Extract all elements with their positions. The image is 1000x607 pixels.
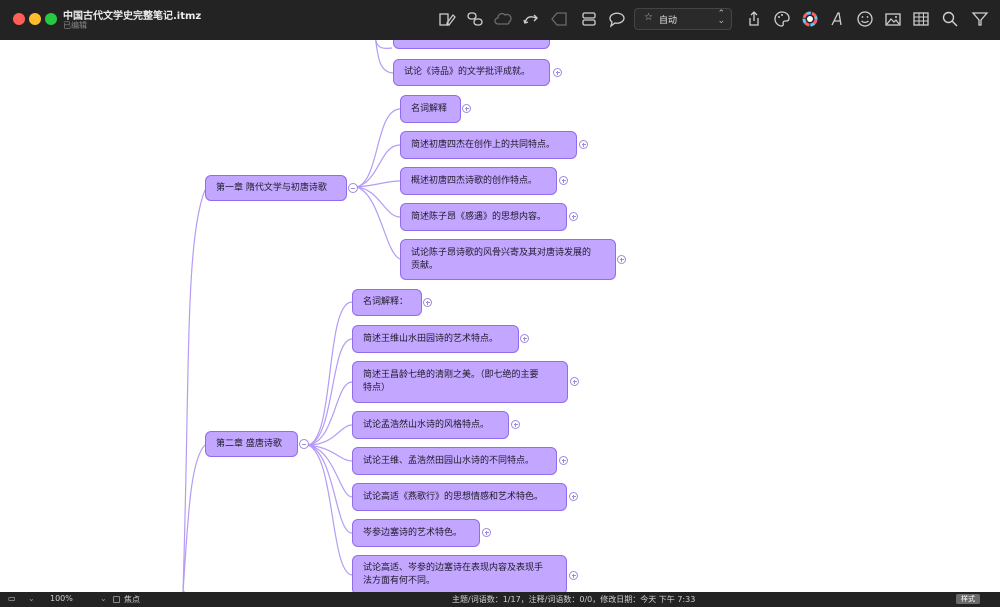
topic-node-partial[interactable]: [393, 40, 550, 49]
mindmap-canvas[interactable]: 试论《诗品》的文学批评成就。 第一章 隋代文学与初唐诗歌 名词解释 简述初唐四杰…: [0, 40, 1000, 592]
expand-icon[interactable]: [559, 176, 568, 185]
expand-icon[interactable]: [482, 528, 491, 537]
topic-label-line: 试论高适、岑参的边塞诗在表现内容及表现手: [363, 563, 544, 573]
status-bar: ▭ ⌄ 100% ⌄ 焦点 主题/词语数：1/17，注释/词语数：0/0，修改日…: [0, 592, 1000, 607]
sidebar-menu-chevron-icon[interactable]: ⌄: [28, 594, 35, 603]
chapter2-child-1[interactable]: 简述王维山水田园诗的艺术特点。: [352, 325, 519, 353]
zoom-chevron-icon[interactable]: ⌄: [100, 594, 107, 603]
expand-icon[interactable]: [569, 492, 578, 501]
topic-label-line: 试论陈子昂诗歌的风骨兴寄及其对唐诗发展的: [411, 247, 592, 258]
chapter1-child-4[interactable]: 试论陈子昂诗歌的风骨兴寄及其对唐诗发展的 贡献。: [400, 239, 616, 280]
share-icon[interactable]: [744, 9, 764, 29]
expand-icon[interactable]: [617, 255, 626, 264]
topic-node-shipin[interactable]: 试论《诗品》的文学批评成就。: [393, 59, 550, 86]
chapter1-node[interactable]: 第一章 隋代文学与初唐诗歌: [205, 175, 347, 201]
connector-lines: [182, 40, 401, 592]
style-dropdown-value: 自动: [659, 16, 678, 26]
expand-icon[interactable]: [579, 140, 588, 149]
search-icon[interactable]: [940, 9, 960, 29]
expand-icon[interactable]: [520, 334, 529, 343]
chapter2-child-4[interactable]: 试论王维、孟浩然田园山水诗的不同特点。: [352, 447, 557, 475]
topic-label: 简述王维山水田园诗的艺术特点。: [363, 333, 499, 344]
chapter2-child-7[interactable]: 试论高适、岑参的边塞诗在表现内容及表现手 法方面有何不同。: [352, 555, 567, 592]
chapter1-child-1[interactable]: 简述初唐四杰在创作上的共同特点。: [400, 131, 577, 159]
color-wheel-icon[interactable]: [800, 9, 820, 29]
filter-icon[interactable]: [970, 9, 990, 29]
chapter1-child-3[interactable]: 简述陈子昂《感遇》的思想内容。: [400, 203, 567, 231]
title-bar: 中国古代文学史完整笔记.itmz 已编辑 ☆ 自动 ⌃⌄: [0, 0, 1000, 41]
palette-icon[interactable]: [772, 9, 792, 29]
topic-label: 试论王维、孟浩然田园山水诗的不同特点。: [363, 455, 535, 466]
topic-label: 简述陈子昂《感遇》的思想内容。: [411, 211, 547, 222]
chevron-updown-icon: ⌃⌄: [717, 9, 725, 26]
chapter2-child-5[interactable]: 试论高适《燕歌行》的思想情感和艺术特色。: [352, 483, 567, 511]
expand-icon[interactable]: [553, 68, 562, 77]
sidebar-toggle-icon[interactable]: ▭: [8, 594, 16, 603]
focus-label: 焦点: [124, 595, 140, 604]
document-status: 已编辑: [63, 21, 87, 30]
document-info: 主题/词语数：1/17，注释/词语数：0/0，修改日期：今天 下午 7:33: [452, 595, 696, 604]
undo-icon[interactable]: [521, 9, 541, 29]
cloud-icon[interactable]: [493, 9, 513, 29]
table-icon[interactable]: [911, 9, 931, 29]
expand-icon[interactable]: [423, 298, 432, 307]
topic-label: 试论高适《燕歌行》的思想情感和艺术特色。: [363, 491, 544, 502]
topic-label: 简述初唐四杰在创作上的共同特点。: [411, 139, 556, 150]
collapse-icon[interactable]: [348, 183, 358, 193]
chapter1-child-2[interactable]: 概述初唐四杰诗歌的创作特点。: [400, 167, 557, 195]
chapter1-child-0[interactable]: 名词解释: [400, 95, 461, 123]
chapter2-child-2[interactable]: 简述王昌龄七绝的清刚之美。（即七绝的主要 特点）: [352, 361, 568, 403]
zoom-level[interactable]: 100%: [50, 594, 73, 603]
topic-icon[interactable]: [579, 9, 599, 29]
expand-icon[interactable]: [569, 571, 578, 580]
minimize-window-button[interactable]: [29, 13, 41, 25]
chapter2-node[interactable]: 第二章 盛唐诗歌: [205, 431, 298, 457]
tag-icon[interactable]: [549, 9, 569, 29]
topic-label: 岑参边塞诗的艺术特色。: [363, 527, 463, 538]
expand-icon[interactable]: [511, 420, 520, 429]
text-icon[interactable]: [827, 9, 847, 29]
chapter2-child-0[interactable]: 名词解释：: [352, 289, 422, 316]
chapter2-child-6[interactable]: 岑参边塞诗的艺术特色。: [352, 519, 480, 547]
sparkle-icon: ☆: [644, 12, 653, 23]
chapter2-label: 第二章 盛唐诗歌: [216, 438, 282, 449]
link-icon[interactable]: [465, 9, 485, 29]
expand-icon[interactable]: [569, 212, 578, 221]
topic-label: 试论孟浩然山水诗的风格特点。: [363, 419, 490, 430]
topic-label: 名词解释：: [363, 297, 409, 307]
chapter2-child-3[interactable]: 试论孟浩然山水诗的风格特点。: [352, 411, 509, 439]
image-icon[interactable]: [883, 9, 903, 29]
topic-label: 名词解释: [411, 103, 448, 114]
topic-label: 试论《诗品》的文学批评成就。: [404, 67, 531, 77]
style-dropdown[interactable]: ☆ 自动 ⌃⌄: [634, 8, 732, 30]
topic-label-line: 贡献。: [411, 260, 439, 271]
collapse-icon[interactable]: [299, 439, 309, 449]
document-title: 中国古代文学史完整笔记.itmz: [63, 11, 202, 22]
maximize-window-button[interactable]: [45, 13, 57, 25]
note-icon[interactable]: [437, 9, 457, 29]
focus-checkbox[interactable]: [113, 596, 120, 603]
close-window-button[interactable]: [13, 13, 25, 25]
emoji-icon[interactable]: [855, 9, 875, 29]
comment-icon[interactable]: [607, 9, 627, 29]
topic-label: 概述初唐四杰诗歌的创作特点。: [411, 175, 538, 186]
expand-icon[interactable]: [570, 377, 579, 386]
style-button[interactable]: 样式: [956, 594, 980, 604]
topic-label-line: 特点）: [363, 383, 391, 393]
expand-icon[interactable]: [559, 456, 568, 465]
chapter1-label: 第一章 隋代文学与初唐诗歌: [216, 182, 327, 193]
topic-label-line: 简述王昌龄七绝的清刚之美。（即七绝的主要: [363, 370, 539, 380]
topic-label-line: 法方面有何不同。: [363, 576, 436, 586]
expand-icon[interactable]: [462, 104, 471, 113]
